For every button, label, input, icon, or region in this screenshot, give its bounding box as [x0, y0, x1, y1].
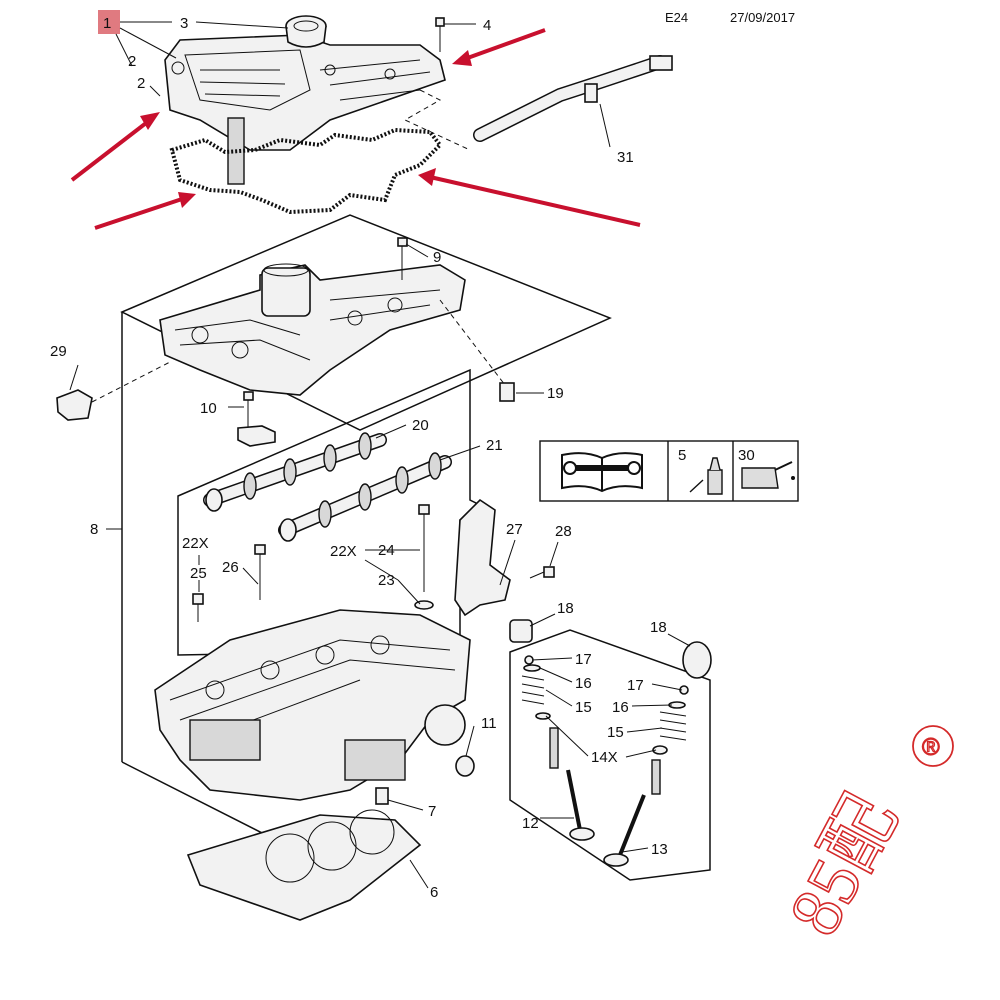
callout-20: 20 [412, 417, 429, 434]
oil-filler-cap [285, 15, 327, 48]
bracket-27 [454, 498, 511, 617]
callout-21: 21 [486, 437, 503, 454]
callout-16-right: 16 [612, 699, 629, 716]
callout-3: 3 [180, 15, 188, 32]
callout-26: 26 [222, 559, 239, 576]
pcv-hose [473, 55, 673, 142]
head-gasket [186, 809, 422, 921]
callout-16-left: 16 [575, 675, 592, 692]
head-bolt-25 [192, 593, 204, 622]
callout-1: 1 [103, 15, 111, 32]
head-bolt-24 [414, 504, 434, 610]
watermark-logo: 85配 [773, 782, 913, 948]
callout-29: 29 [50, 343, 67, 360]
head-bolt-26 [254, 544, 266, 600]
callout-2: 2 [128, 53, 136, 70]
watermark-text: 85配 [773, 783, 911, 948]
callout-11: 11 [481, 715, 497, 732]
callout-27: 27 [506, 521, 523, 538]
symbol-legend [539, 440, 799, 502]
callout-6: 6 [430, 884, 438, 901]
plug-19 [499, 382, 515, 402]
part-1-highlight [98, 10, 120, 34]
frame-valvetrain [509, 629, 711, 881]
housing-bolt [397, 237, 408, 280]
callout-22x-right: 22X [330, 543, 357, 560]
callout-13: 13 [651, 841, 668, 858]
exhaust-valve-assembly [603, 641, 712, 867]
dowel-7 [375, 787, 389, 805]
leader-lines [69, 21, 691, 889]
callout-24: 24 [378, 542, 395, 559]
callout-15-right: 15 [607, 724, 624, 741]
seal-11 [455, 755, 475, 777]
callout-25: 25 [190, 565, 207, 582]
oil-can-icon [741, 461, 795, 489]
callout-10: 10 [200, 400, 217, 417]
callout-4: 4 [483, 17, 491, 34]
callout-7: 7 [428, 803, 436, 820]
sensor-leader [91, 361, 171, 403]
camshaft-housing [159, 263, 466, 396]
callout-28: 28 [555, 523, 572, 540]
callout-14x: 14X [591, 749, 618, 766]
callout-22x-left: 22X [182, 535, 209, 552]
callout-8: 8 [90, 521, 98, 538]
callout-15-left: 15 [575, 699, 592, 716]
callout-2-lower: 2 [137, 75, 145, 92]
hose-leader [403, 89, 471, 151]
cam-cover-gasket [169, 127, 443, 215]
intake-valve-assembly [509, 619, 595, 841]
bolt-bracket-10 [237, 391, 276, 447]
callout-18-right: 18 [650, 619, 667, 636]
callout-12: 12 [522, 815, 539, 832]
registered-symbol: ® [922, 734, 940, 761]
cam-cover [164, 34, 446, 151]
cover-bolt [435, 17, 445, 52]
cylinder-head [154, 609, 471, 801]
callout-31: 31 [617, 149, 634, 166]
callout-17-right: 17 [627, 677, 644, 694]
callout-5: 5 [678, 447, 686, 464]
bracket-bolt-28 [529, 566, 555, 579]
callout-30: 30 [738, 447, 755, 464]
intake-camshaft [203, 432, 387, 512]
highlight-arrows [70, 28, 641, 230]
sensor-29 [56, 389, 93, 421]
book-wrench-icon [561, 452, 643, 493]
callout-23: 23 [378, 572, 395, 589]
callout-19: 19 [547, 385, 564, 402]
sealant-tube-icon [689, 457, 723, 495]
callout-18-left: 18 [557, 600, 574, 617]
exhaust-camshaft [278, 452, 452, 542]
diagram-code: E24 [665, 10, 688, 25]
callout-17-left: 17 [575, 651, 592, 668]
registered-mark: ® [912, 725, 954, 767]
callout-9: 9 [433, 249, 441, 266]
diagram-date: 27/09/2017 [730, 10, 795, 25]
